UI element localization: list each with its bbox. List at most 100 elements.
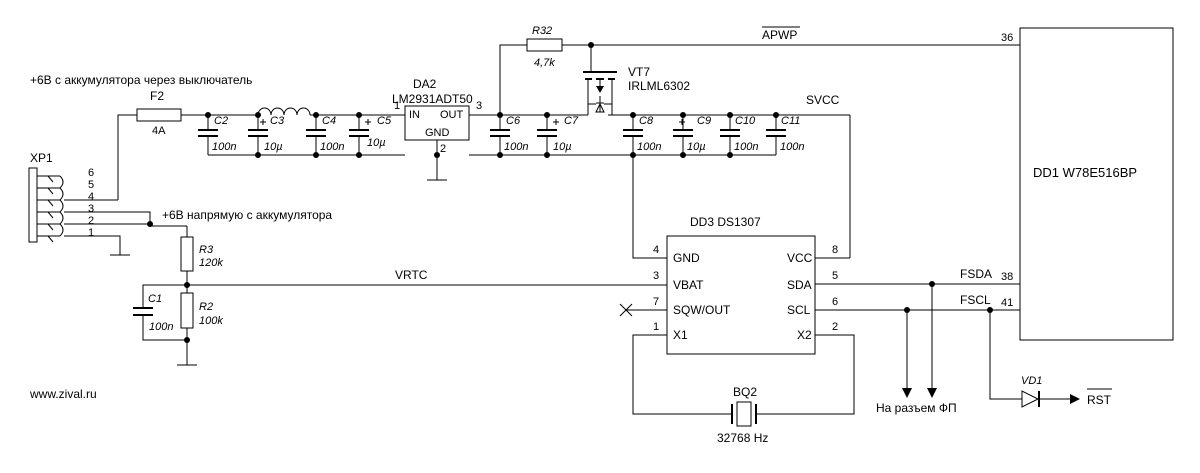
cap-c4-value: 100n <box>320 141 344 153</box>
diode-vd1: VD1 <box>1021 375 1080 408</box>
regulator-num-in: 1 <box>394 100 400 112</box>
apwp-net-label: APWP <box>762 28 797 42</box>
vrtc-net-label: VRTC <box>395 268 428 282</box>
svcc-net-label: SVCC <box>806 93 840 107</box>
xp1-pin-1: 1 <box>88 227 94 239</box>
cap-c4-ref: C4 <box>322 115 336 127</box>
fuse-f2: F2 4A <box>136 89 182 137</box>
mcu-pin-38: 38 <box>1001 271 1013 283</box>
wires <box>64 44 1070 415</box>
power-switch-label: +6В с аккумулятора через выключатель <box>30 73 252 87</box>
regulator-da2: DA2 LM2931ADT50 IN OUT GND 1 3 2 <box>392 77 482 155</box>
regulator-pin-gnd: GND <box>425 127 450 139</box>
xp1-pin-6: 6 <box>88 167 94 179</box>
rtc-title: DD3 DS1307 <box>690 215 761 229</box>
cap-c1-ref: C1 <box>148 293 162 305</box>
cap-c3-value: 10µ <box>264 141 283 153</box>
rtc-num-3: 3 <box>653 270 659 282</box>
cap-c6-ref: C6 <box>506 115 521 127</box>
cap-c5-ref: C5 <box>377 115 392 127</box>
regulator-num-gnd: 2 <box>440 143 446 155</box>
rtc-pin-x2: X2 <box>797 328 812 342</box>
rtc-pin-scl: SCL <box>787 303 811 317</box>
mcu-title: DD1 W78E516BP <box>1033 165 1137 180</box>
capacitor-symbols <box>133 119 786 316</box>
cap-c8-ref: C8 <box>639 115 654 127</box>
cap-c1-value: 100n <box>149 321 173 333</box>
r2-value: 100k <box>199 315 223 327</box>
fuse-label: F2 <box>150 89 164 103</box>
vt7-part: IRLML6302 <box>628 79 690 93</box>
connector-xp1: XP1 6 5 4 3 2 1 <box>28 151 94 243</box>
r2-ref: R2 <box>199 301 213 313</box>
r3-ref: R3 <box>199 244 214 256</box>
rtc-num-6: 6 <box>832 296 838 308</box>
rtc-pin-vbat: VBAT <box>673 278 704 292</box>
r32-ref: R32 <box>532 25 552 37</box>
xp1-pin-5: 5 <box>88 179 94 191</box>
rtc-num-8: 8 <box>832 244 838 256</box>
rtc-num-4: 4 <box>653 244 659 256</box>
rtc-num-7: 7 <box>653 296 659 308</box>
rtc-pin-sda: SDA <box>787 278 812 292</box>
transistor-vt7: VT7 IRLML6302 <box>583 65 690 115</box>
resistor-r3: R3 120k <box>180 236 223 272</box>
fp-arrows: На разъем ФП <box>876 388 957 415</box>
power-direct-label: +6В напрямую с аккумулятора <box>162 208 332 222</box>
capacitor-labels: C2 100n C3 10µ C4 100n C5 10µ C6 100n C7… <box>148 115 804 333</box>
cap-c6-value: 100n <box>504 141 528 153</box>
mcu-pin-36: 36 <box>1001 32 1013 44</box>
rtc-num-2: 2 <box>832 321 838 333</box>
rtc-ds1307: DD3 DS1307 GND 4 VBAT 3 SQW/OUT 7 X1 1 V… <box>653 215 838 355</box>
crystal-bq2: BQ2 32768 Hz <box>717 385 768 445</box>
resistor-r32: R32 4,7k <box>526 25 563 69</box>
cap-c5-value: 10µ <box>367 137 386 149</box>
resistor-r2: R2 100k <box>180 292 223 329</box>
inductor <box>257 107 311 116</box>
rtc-pin-gnd: GND <box>673 251 700 265</box>
xp1-pin-2: 2 <box>88 215 94 227</box>
cap-c10-value: 100n <box>734 141 758 153</box>
cap-c11-value: 100n <box>780 141 804 153</box>
cap-c2-ref: C2 <box>214 115 228 127</box>
regulator-num-out: 3 <box>476 100 482 112</box>
rtc-num-5: 5 <box>832 270 838 282</box>
website-label: www.zival.ru <box>29 387 97 401</box>
regulator-ref: DA2 <box>413 77 437 91</box>
cap-c10-ref: C10 <box>735 115 756 127</box>
r3-value: 120k <box>199 257 223 269</box>
cap-c11-ref: C11 <box>781 115 800 127</box>
regulator-pin-out: OUT <box>440 109 464 121</box>
net-labels: +6В с аккумулятора через выключатель +6В… <box>29 26 1112 407</box>
fscl-net-label: FSCL <box>960 293 991 307</box>
xp1-pin-4: 4 <box>88 191 94 203</box>
fp-connector-label: На разъем ФП <box>876 401 957 415</box>
rtc-pin-vcc: VCC <box>787 251 813 265</box>
xp1-label: XP1 <box>30 151 53 165</box>
regulator-pin-in: IN <box>409 109 420 121</box>
cap-c9-ref: C9 <box>697 115 711 127</box>
crystal-value: 32768 Hz <box>717 431 768 445</box>
vd1-ref: VD1 <box>1021 375 1042 387</box>
crystal-ref: BQ2 <box>733 385 757 399</box>
regulator-part: LM2931ADT50 <box>392 92 473 106</box>
rtc-pin-x1: X1 <box>673 328 688 342</box>
cap-c7-value: 10µ <box>553 141 572 153</box>
r32-value: 4,7k <box>534 57 555 69</box>
vt7-ref: VT7 <box>628 65 650 79</box>
cap-c2-value: 100n <box>212 141 236 153</box>
fsda-net-label: FSDA <box>960 267 992 281</box>
rtc-num-1: 1 <box>653 321 659 333</box>
cap-c9-value: 10µ <box>687 141 706 153</box>
junction-dots <box>147 42 993 343</box>
rtc-pin-sqw: SQW/OUT <box>673 303 731 317</box>
cap-c7-ref: C7 <box>564 115 579 127</box>
fuse-value: 4A <box>152 125 166 137</box>
cap-c3-ref: C3 <box>270 115 285 127</box>
rst-net-label: RST <box>1087 393 1112 407</box>
mcu-w78e516bp: DD1 W78E516BP 36 38 41 <box>1001 27 1174 341</box>
xp1-pin-3: 3 <box>88 203 94 215</box>
cap-c8-value: 100n <box>637 141 661 153</box>
